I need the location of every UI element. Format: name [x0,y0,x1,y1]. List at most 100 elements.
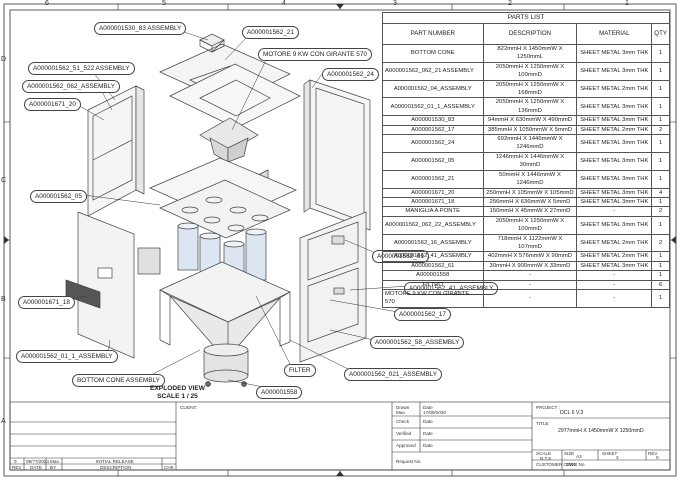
rev-header-rev: REV [12,465,22,470]
part-desc-cell: 1246mmH X 1446mmW X 30mmD [482,151,578,171]
parts-header-qty: QTY [651,23,670,45]
part-number-cell: A000001562_062_22_ASSEMBLY [382,215,484,235]
callout-1671-18: A000001671_18 [18,296,75,309]
part-qty-cell: 1 [651,97,670,117]
part-qty-cell: 2 [651,206,670,217]
part-qty-cell: 6 [651,279,670,290]
date-label: Date [423,405,433,410]
ruler-col-5: 5 [162,0,166,7]
size-label: SIZE [564,451,575,456]
part-desc-cell: 30mmH X 900mmW X 33mmD [482,260,578,272]
part-qty-cell: 4 [651,187,670,198]
customer-code-label: CUSTOMER CODE [536,462,577,467]
part-qty-cell: 1 [651,61,670,81]
part-desc-cell: 50mmH X 1446mmW X 1246mmD [482,169,578,189]
check-date-label: Date [423,419,433,424]
view-title-name: EXPLODED VIEW [150,385,205,392]
verified-date-label: Date [423,431,433,436]
part-qty-cell: 1 [651,270,670,281]
part-number-cell: FILTRO [382,279,484,290]
part-desc-cell: 2050mmH X 1250mmW X 168mmD [482,79,578,99]
part-desc-cell: 94mmH X 630mmW X 490mmD [482,115,578,126]
size-value: A3 [576,454,582,459]
verified-label: Verified [396,431,412,436]
callout-bottom-cone: BOTTOM CONE ASSEMBLY [72,374,165,387]
ruler-col-4: 4 [282,0,286,7]
part-qty-cell: 2 [651,233,670,253]
part-number-cell: MANIGLIA A PONTE [382,206,484,217]
approved-date-label: Date [423,443,433,448]
part-number-cell: A000001562_062_21 ASSEMBLY [382,61,484,81]
part-material-cell: SHEET METAL 3mm THK [576,97,653,117]
part-qty-cell: 1 [651,196,670,208]
drawn-label: Drawn [396,405,410,410]
part-material-cell: - [576,270,653,281]
part-desc-cell: - [482,288,578,308]
rev-header-by: BY [50,465,57,470]
drawn-date: 17/09/2020 [423,410,446,415]
rev-header-date: DATE [30,465,42,470]
callout-1671-20: A000001671_20 [24,98,81,111]
drawn-by: Mao [396,410,405,415]
part-number-cell: A000001562_24 [382,134,484,153]
check-label: Check [396,419,410,424]
rev-row-date: 09/??/2024 [26,459,49,464]
callout-1562-24: A000001562_24 [322,68,379,81]
view-title: EXPLODED VIEW SCALE 1 / 25 [150,385,205,401]
parts-list-table: PARTS LIST PART NUMBER DESCRIPTION MATER… [382,12,670,308]
part-desc-cell: 822mmH X 1450mmW X 1250mmL [482,44,578,63]
part-number-cell: A000001671_18 [382,196,484,208]
part-material-cell: SHEET METAL 3mm THK [576,61,653,81]
parts-list-title: PARTS LIST [382,12,670,24]
callout-1558: A000001558 [256,386,303,399]
part-qty-cell: 1 [651,79,670,99]
part-number-cell: MOTORE 9 KW CON GIRANTE 570 [382,288,484,308]
callout-1562-062: A000001562_062_ASSEMBLY [22,80,120,93]
part-desc-cell: 2050mmH X 1250mmW X 136mmD [482,97,578,117]
part-material-cell: SHEET METAL 3mm THK [576,151,653,171]
part-material-cell: SHEET METAL 3mm THK [576,169,653,189]
callout-1562-58: A000001562_58_ASSEMBLY [370,336,465,349]
callout-1562-51: A000001562_51_522 ASSEMBLY [28,62,135,75]
part-desc-cell: 150mmH X 45mmW X 27mmD [482,206,578,217]
part-number-cell: A000001530_83 [382,115,484,126]
part-desc-cell: 2050mmH X 1250mmW X 100mmD [482,215,578,235]
callout-1562-021: A000001562_021_ASSEMBLY [344,368,442,381]
ruler-col-2: 2 [508,0,512,7]
client-label: CLIENT: [180,405,198,410]
dwg-label: DWG No. [566,462,586,467]
parts-header-material: MATERIAL [576,23,653,45]
rev-row-by: Mao [50,459,59,464]
rev-header-description: DESCRIPTION [100,465,132,470]
part-number-cell: BOTTOM CONE [382,44,484,63]
part-qty-cell: 1 [651,288,670,308]
part-desc-cell: - [482,279,578,290]
sheet-label: SHEET [602,451,618,456]
scale-value: N.T.S [540,456,552,461]
part-qty-cell: 2 [651,124,670,136]
part-number-cell: A000001562_21 [382,169,484,189]
ruler-row-d: D [1,56,7,63]
part-qty-cell: 1 [651,115,670,126]
part-qty-cell: 1 [651,44,670,63]
part-number-cell: A000001562_16_ASSEMBLY [382,233,484,253]
part-material-cell: SHEET METAL 3mm THK [576,115,653,126]
part-material-cell: - [576,279,653,290]
rev-header-chk: CHK [164,465,174,470]
ruler-row-b: B [1,296,6,303]
title-value: 2977mmH X 1450mmW X 1250mmD [558,428,644,434]
parts-header-description: DESCRIPTION [482,23,578,45]
project-label: PROJECT : [536,405,560,410]
part-number-cell: A000001562_41_ASSEMBLY [382,251,484,262]
callout-1562-01: A000001562_01_1_ASSEMBLY [16,350,118,363]
callout-1562-17: A000001562_17 [394,308,451,321]
part-material-cell: SHEET METAL 3mm THK [576,44,653,63]
ruler-col-6: 6 [45,0,49,7]
part-number-cell: A000001562_04_ASSEMBLY [382,79,484,99]
part-qty-cell: 1 [651,151,670,171]
ruler-col-1: 1 [625,0,629,7]
rev-row-rev: 0 [14,459,17,464]
part-desc-cell: 250mmH X 105mmW X 105mmD [482,187,578,198]
part-qty-cell: 1 [651,215,670,235]
